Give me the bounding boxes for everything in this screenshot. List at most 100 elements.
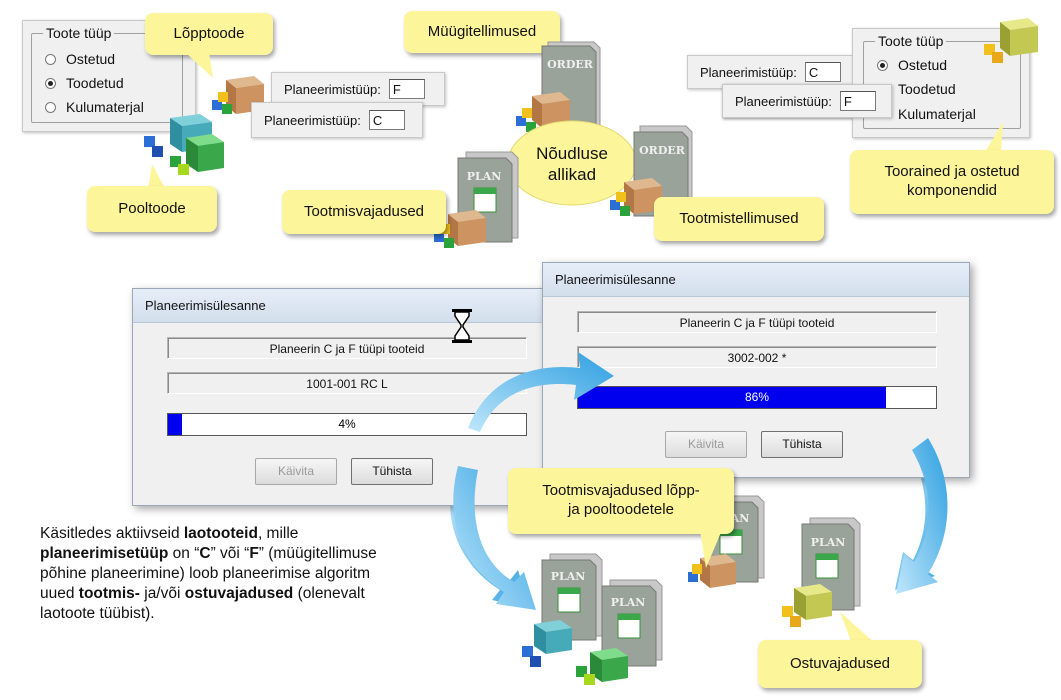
callout-ostuvajadused-tail bbox=[840, 612, 876, 644]
desc-t7: uued bbox=[40, 585, 79, 602]
callout-myygitellimused: Müügitellimused bbox=[404, 11, 560, 53]
demand-sources-line1: Nõudluse bbox=[536, 144, 608, 163]
semi-product-icon bbox=[144, 114, 224, 175]
plan-document-label: PLAN bbox=[467, 170, 502, 183]
callout-tootmisvajadused-lopp-line2: ja pooltoodetele bbox=[568, 501, 674, 518]
planning-dialog-1-progress: 4% bbox=[167, 413, 527, 436]
run-button-dialog-2[interactable]: Käivita bbox=[665, 431, 747, 458]
hourglass-icon bbox=[452, 309, 472, 343]
planning-type-label: Planeerimistüüp: bbox=[700, 64, 797, 80]
desc-t1: Käsitledes aktiivseid bbox=[40, 525, 184, 542]
radio-ostetud-right-label: Ostetud bbox=[898, 57, 948, 73]
radio-kulumaterjal-left-circle[interactable] bbox=[45, 101, 56, 113]
callout-tootmisvajadused-text: Tootmisvajadused bbox=[303, 202, 425, 220]
planning-dialog-1-title: Planeerimisülesanne bbox=[133, 289, 559, 323]
radio-kulumaterjal-left-label: Kulumaterjal bbox=[66, 99, 144, 115]
purchase-plan-icon: PLAN bbox=[782, 517, 861, 627]
radio-kulumaterjal-right-label: Kulumaterjal bbox=[898, 106, 976, 122]
radio-kulumaterjal-left[interactable]: Kulumaterjal bbox=[45, 99, 144, 115]
planning-type-field[interactable]: F bbox=[839, 91, 876, 111]
callout-toorained: Toorained ja ostetud komponendid bbox=[850, 150, 1054, 214]
callout-pooltoode-tail bbox=[148, 164, 166, 190]
planning-type-label: Planeerimistüüp: bbox=[264, 112, 361, 128]
radio-toodetud-left[interactable]: Toodetud bbox=[45, 75, 124, 91]
callout-toorained-line2: komponendid bbox=[906, 182, 998, 199]
toote-tyyp-group-left: Toote tüüp Ostetud Toodetud Kulumaterjal bbox=[22, 20, 196, 132]
order-document-icon: ORDER bbox=[516, 41, 601, 135]
radio-toodetud-left-circle[interactable] bbox=[45, 77, 56, 89]
run-button-dialog-1[interactable]: Käivita bbox=[255, 458, 337, 485]
planning-type-field[interactable]: C bbox=[804, 62, 841, 82]
planning-dialog-1-progress-fill bbox=[168, 414, 183, 435]
desc-b5: tootmis- bbox=[78, 585, 140, 602]
desc-t6: põhine planeerimine) loob planeerimise a… bbox=[40, 565, 370, 582]
radio-kulumaterjal-right[interactable]: Kulumaterjal bbox=[877, 106, 976, 122]
planning-type-field[interactable]: F bbox=[388, 79, 425, 99]
planning-type-panel-left-top: Planeerimistüüp: F bbox=[271, 72, 445, 106]
description-line-5: laotoote tüübist). bbox=[40, 604, 460, 624]
callout-toorained-tail bbox=[985, 122, 1003, 152]
description-line-4: uued tootmis- ja/või ostuvajadused (olen… bbox=[40, 584, 460, 604]
radio-ostetud-left-label: Ostetud bbox=[66, 51, 116, 67]
description-line-2: planeerimisetüüp on “C” või “F” (müügite… bbox=[40, 544, 460, 564]
description-line-3: põhine planeerimine) loob planeerimise a… bbox=[40, 564, 460, 584]
desc-t5: ” (müügitellimuse bbox=[258, 545, 377, 562]
toote-tyyp-legend-right: Toote tüüp bbox=[875, 33, 947, 49]
planning-type-label: Planeerimistüüp: bbox=[284, 81, 381, 97]
cancel-button-dialog-2[interactable]: Tühista bbox=[761, 431, 843, 458]
radio-ostetud-right[interactable]: Ostetud bbox=[877, 57, 947, 73]
callout-toorained-line1: Toorained ja ostetud bbox=[884, 163, 1020, 181]
plan-documents-group-icon: PLAN PLAN bbox=[522, 553, 663, 685]
radio-ostetud-right-circle[interactable] bbox=[877, 59, 888, 71]
callout-lopptoode-tail bbox=[185, 52, 213, 78]
desc-b6: ostuvajadused bbox=[184, 585, 294, 602]
planning-dialog-2-item: 3002-002 * bbox=[577, 346, 937, 368]
demand-sources-label: Nõudluse allikad bbox=[505, 143, 639, 185]
callout-ostuvajadused: Ostuvajadused bbox=[758, 640, 922, 688]
callout-tootmisvajadused-lopp: Tootmisvajadused lõpp- ja pooltoodetele bbox=[508, 468, 734, 534]
planning-dialog-1-message: Planeerin C ja F tüüpi tooteid bbox=[167, 337, 527, 359]
plan-doc-label-4: PLAN bbox=[811, 536, 846, 549]
planning-type-label: Planeerimistüüp: bbox=[735, 93, 832, 109]
radio-ostetud-left[interactable]: Ostetud bbox=[45, 51, 115, 67]
desc-t9: (olenevalt bbox=[293, 585, 365, 602]
production-order-icon: ORDER bbox=[610, 125, 693, 217]
demand-sources-line2: allikad bbox=[547, 165, 597, 184]
callout-tootmistellimused: Tootmistellimused bbox=[654, 197, 824, 241]
desc-b3: C bbox=[199, 545, 211, 562]
raw-material-box-icon bbox=[984, 18, 1038, 63]
order-document-label: ORDER bbox=[547, 58, 594, 71]
description-text: Käsitledes aktiivseid laotooteid, mille … bbox=[40, 524, 460, 624]
callout-ostuvajadused-text: Ostuvajadused bbox=[789, 654, 891, 672]
radio-ostetud-left-circle[interactable] bbox=[45, 53, 56, 65]
planning-dialog-2-title: Planeerimisülesanne bbox=[543, 263, 969, 297]
desc-t4: ” või “ bbox=[210, 545, 250, 562]
planning-dialog-1: Planeerimisülesanne Planeerin C ja F tüü… bbox=[132, 288, 560, 506]
planning-type-panel-right-top: Planeerimistüüp: C bbox=[687, 55, 861, 89]
planning-dialog-2-progress-fill bbox=[578, 387, 886, 408]
planning-dialog-1-progress-label: 4% bbox=[338, 417, 356, 431]
desc-b1: laotooteid bbox=[183, 525, 258, 542]
radio-toodetud-right[interactable]: Toodetud bbox=[877, 81, 956, 97]
planning-type-panel-right-bottom-front: Planeerimistüüp: F bbox=[722, 84, 892, 118]
desc-t3: on “ bbox=[168, 545, 200, 562]
callout-myygitellimused-text: Müügitellimused bbox=[427, 22, 537, 40]
desc-t10: laotoote tüübist). bbox=[40, 605, 155, 622]
radio-toodetud-left-label: Toodetud bbox=[66, 75, 124, 91]
callout-lopptoode: Lõpptoode bbox=[145, 13, 273, 55]
callout-lopptoode-text: Lõpptoode bbox=[173, 24, 245, 42]
production-order-label: ORDER bbox=[639, 144, 686, 157]
planning-dialog-2-progress-label: 86% bbox=[744, 390, 770, 404]
planning-type-field[interactable]: C bbox=[368, 110, 405, 130]
plan-document-icon: PLAN bbox=[434, 151, 519, 248]
desc-t2: , mille bbox=[257, 525, 299, 542]
plan-doc-label-2: PLAN bbox=[611, 596, 646, 609]
callout-tootmisvajadused-lopp-line1: Tootmisvajadused lõpp- bbox=[542, 482, 700, 500]
desc-b4: F bbox=[249, 545, 259, 562]
cancel-button-dialog-1[interactable]: Tühista bbox=[351, 458, 433, 485]
callout-tootmisvajadused-lopp-tail bbox=[700, 530, 722, 568]
planning-dialog-2-message: Planeerin C ja F tüüpi tooteid bbox=[577, 311, 937, 333]
planning-type-panel-left-bottom: Planeerimistüüp: C bbox=[251, 102, 423, 138]
toote-tyyp-group-right: Toote tüüp Ostetud Toodetud Kulumaterjal bbox=[852, 28, 1030, 138]
callout-tootmistellimused-text: Tootmistellimused bbox=[679, 209, 799, 227]
